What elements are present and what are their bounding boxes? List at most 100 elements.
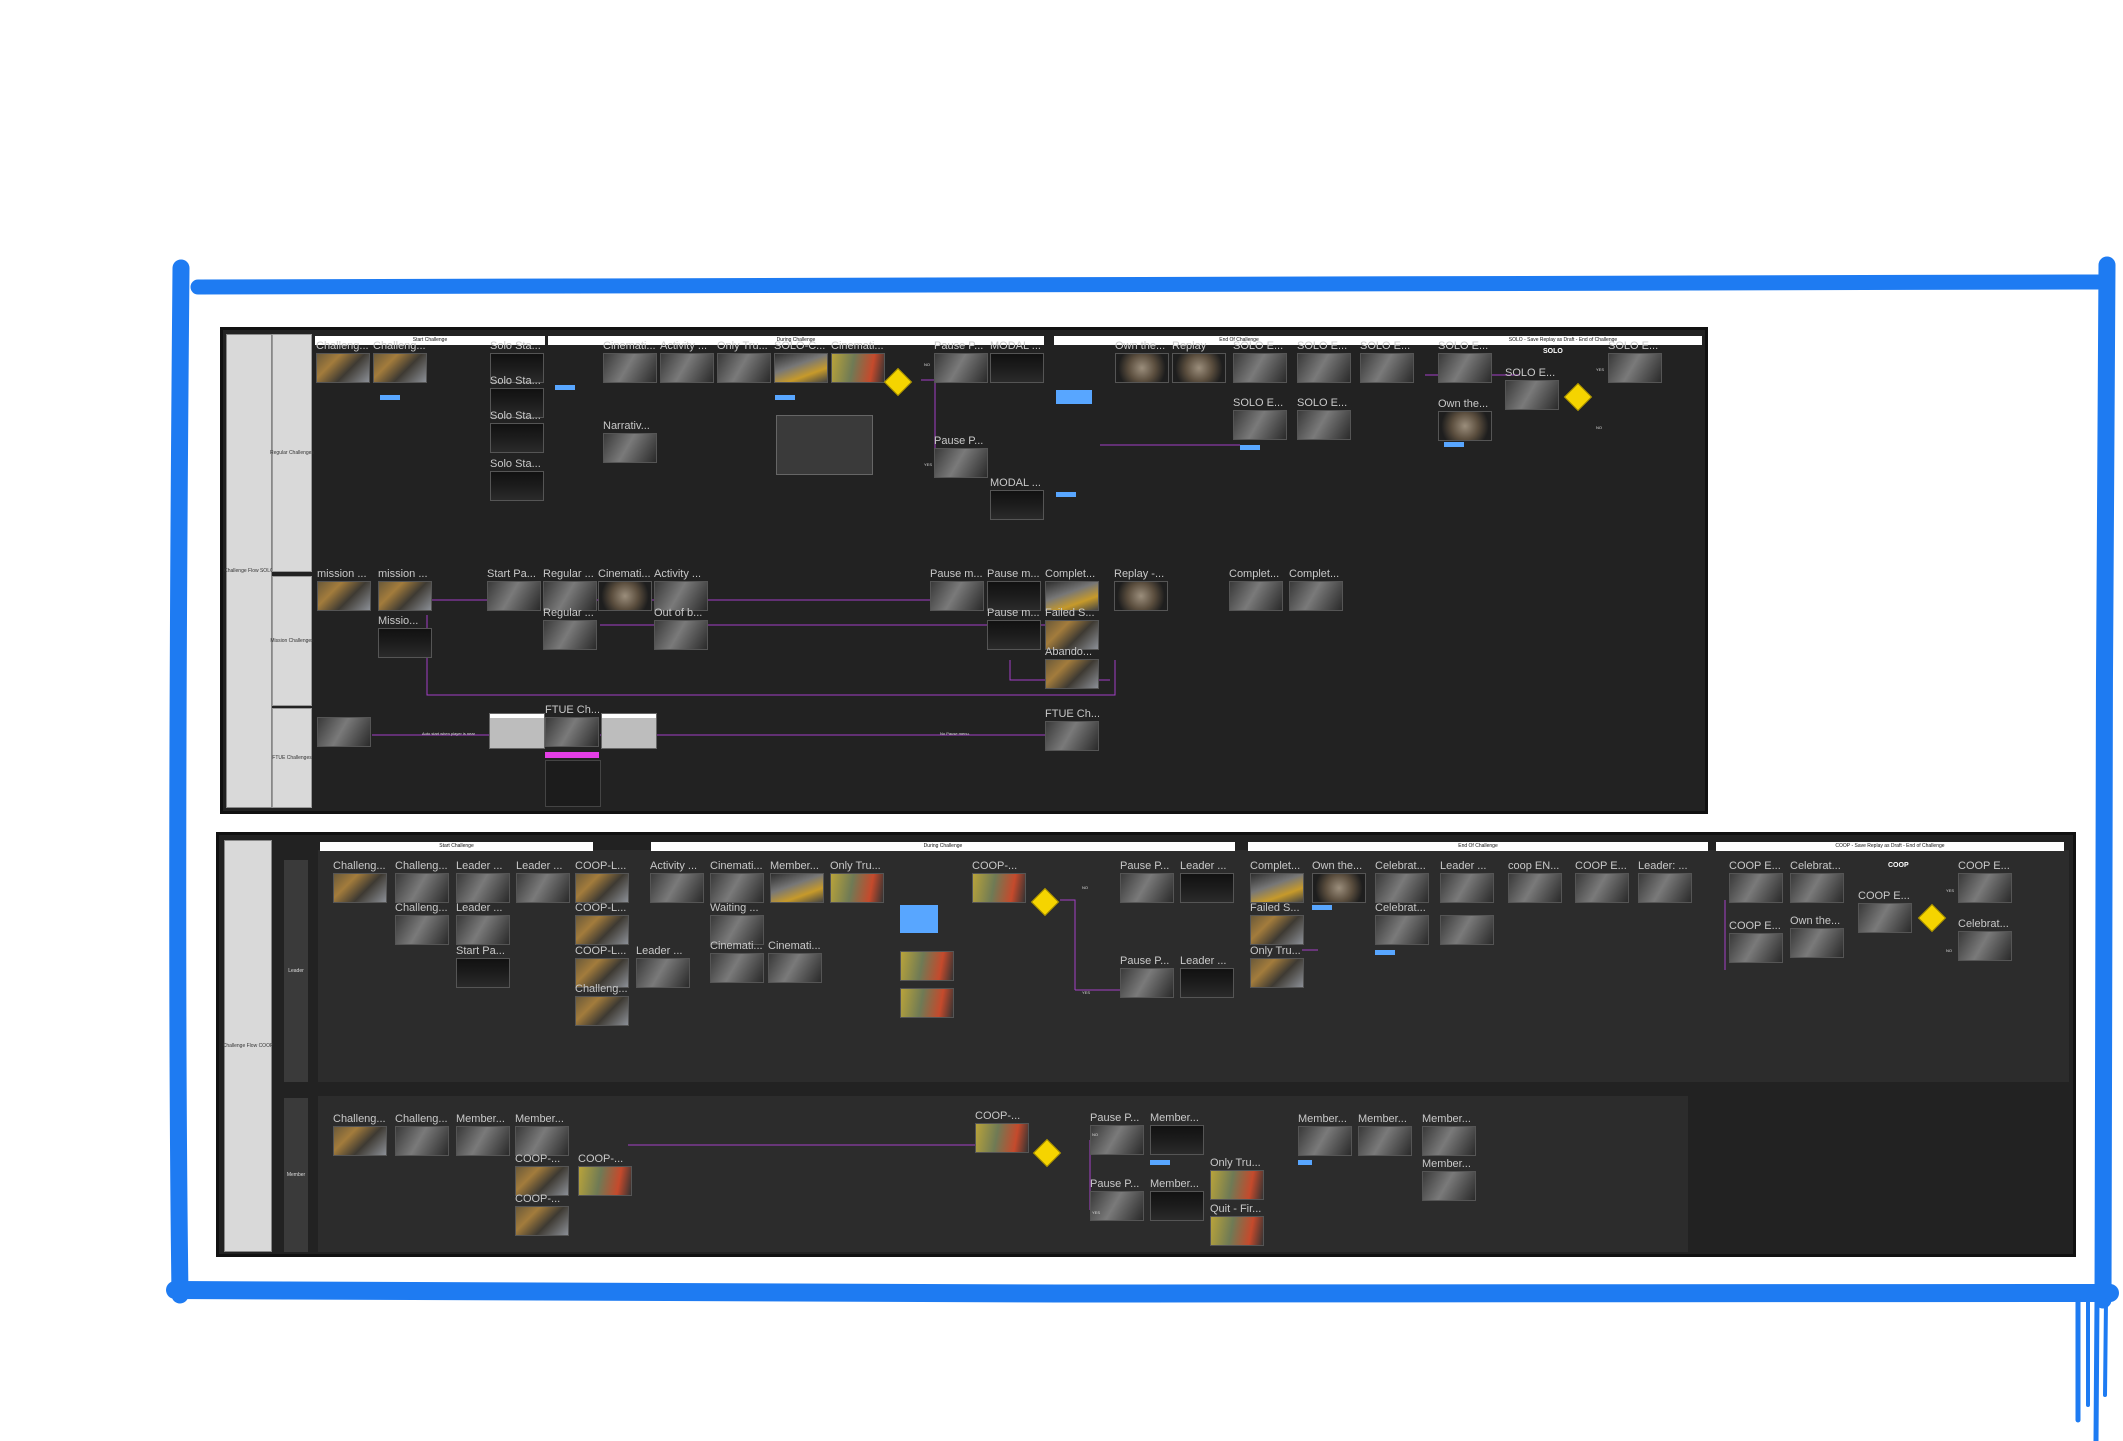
mission-node[interactable]: Abando... (1045, 646, 1099, 689)
solo-node[interactable]: SOLO-C... (774, 340, 828, 383)
leader-node[interactable]: Leader: ... (1638, 860, 1692, 903)
solo-node[interactable]: SOLO E... (1438, 340, 1492, 383)
leader-node[interactable]: Challeng... (575, 983, 629, 1026)
leader-node[interactable]: Leader ... (516, 860, 570, 903)
leader-node[interactable]: Leader ... (1440, 860, 1494, 903)
solo-node[interactable]: SOLO E... (1233, 340, 1287, 383)
leader-node[interactable]: Only Tru... (830, 860, 884, 903)
leader-node[interactable] (900, 975, 954, 1018)
leader-node[interactable]: Challeng... (395, 860, 449, 903)
solo-node[interactable]: Cinemati... (603, 340, 657, 383)
ftue-node[interactable]: FTUE Ch... (545, 704, 599, 747)
ftue-node[interactable] (317, 704, 371, 747)
member-node[interactable]: Quit - Fir... (1210, 1203, 1264, 1246)
mission-node[interactable]: Complet... (1045, 568, 1099, 611)
member-node[interactable]: Pause P... (1090, 1178, 1144, 1221)
solo-node[interactable]: SOLO E... (1360, 340, 1414, 383)
mission-node[interactable]: Activity ... (654, 568, 708, 611)
solo-node[interactable]: Pause P... (934, 435, 988, 478)
solo-node[interactable]: Only Tru... (717, 340, 771, 383)
mission-node[interactable]: Pause m... (930, 568, 984, 611)
member-node[interactable]: Challeng... (395, 1113, 449, 1156)
member-node[interactable]: Challeng... (333, 1113, 387, 1156)
leader-node[interactable]: Leader ... (1180, 955, 1234, 998)
member-node[interactable]: COOP-... (578, 1153, 632, 1196)
mission-node[interactable]: Start Pa... (487, 568, 541, 611)
solo-node[interactable]: SOLO E... (1233, 397, 1287, 440)
leader-node[interactable]: COOP E... (1729, 860, 1783, 903)
leader-node[interactable]: Member... (770, 860, 824, 903)
leader-node[interactable]: Cinemati... (710, 940, 764, 983)
leader-node[interactable]: Leader ... (1180, 860, 1234, 903)
leader-node[interactable] (1440, 902, 1494, 945)
solo-node[interactable]: Replay (1172, 340, 1226, 383)
mission-node[interactable]: Missio... (378, 615, 432, 658)
mission-node[interactable]: Regular ... (543, 568, 597, 611)
mission-node[interactable]: Regular ... (543, 607, 597, 650)
member-node[interactable]: Member... (1358, 1113, 1412, 1156)
solo-node[interactable]: SOLO E... (1297, 340, 1351, 383)
member-node[interactable]: Member... (1422, 1158, 1476, 1201)
mission-node[interactable]: Pause m... (987, 607, 1041, 650)
mission-node[interactable]: Complet... (1289, 568, 1343, 611)
leader-node[interactable]: Leader ... (636, 945, 690, 988)
leader-node[interactable]: Waiting ... (710, 902, 764, 945)
leader-node[interactable]: Start Pa... (456, 945, 510, 988)
ftue-node[interactable]: FTUE Ch... (1045, 708, 1099, 751)
solo-node[interactable]: Solo Sta... (490, 410, 544, 453)
solo-node[interactable]: Cinemati... (831, 340, 885, 383)
leader-node[interactable]: Activity ... (650, 860, 704, 903)
leader-node[interactable]: Celebrat... (1375, 860, 1429, 903)
member-node[interactable]: COOP-... (515, 1193, 569, 1236)
leader-node[interactable]: Challeng... (395, 902, 449, 945)
leader-node[interactable]: Leader ... (456, 860, 510, 903)
leader-node[interactable]: COOP-L... (575, 860, 629, 903)
leader-node[interactable]: Celebrat... (1958, 918, 2012, 961)
leader-node[interactable]: Failed S... (1250, 902, 1304, 945)
member-node[interactable]: Member... (1150, 1112, 1204, 1155)
solo-node[interactable]: Solo Sta... (490, 458, 544, 501)
leader-node[interactable]: COOP-... (972, 860, 1026, 903)
member-node[interactable]: Member... (456, 1113, 510, 1156)
member-node[interactable]: Pause P... (1090, 1112, 1144, 1155)
leader-node[interactable]: Celebrat... (1375, 902, 1429, 945)
solo-node[interactable]: Own the... (1438, 398, 1492, 441)
leader-node[interactable]: Pause P... (1120, 860, 1174, 903)
solo-node[interactable]: Challeng... (373, 340, 427, 383)
solo-node[interactable]: Solo Sta... (490, 340, 544, 383)
leader-node[interactable]: Leader ... (456, 902, 510, 945)
mission-node[interactable]: Pause m... (987, 568, 1041, 611)
solo-node[interactable]: Own the... (1115, 340, 1169, 383)
member-node[interactable]: Member... (1298, 1113, 1352, 1156)
leader-node[interactable]: Challeng... (333, 860, 387, 903)
mission-node[interactable]: Replay -... (1114, 568, 1168, 611)
mission-node[interactable]: Complet... (1229, 568, 1283, 611)
mission-node[interactable]: mission ... (317, 568, 371, 611)
member-node[interactable]: COOP-... (515, 1153, 569, 1196)
member-node[interactable]: Only Tru... (1210, 1157, 1264, 1200)
solo-node[interactable]: MODAL ... (990, 477, 1044, 520)
leader-node[interactable]: coop EN... (1508, 860, 1562, 903)
leader-node[interactable]: COOP E... (1858, 890, 1912, 933)
solo-node[interactable]: Solo Sta... (490, 375, 544, 418)
leader-node[interactable]: COOP E... (1958, 860, 2012, 903)
leader-node[interactable]: COOP-L... (575, 902, 629, 945)
leader-node[interactable]: Cinemati... (710, 860, 764, 903)
leader-node[interactable]: COOP E... (1729, 920, 1783, 963)
leader-node[interactable]: Own the... (1312, 860, 1366, 903)
leader-node[interactable]: Complet... (1250, 860, 1304, 903)
solo-node[interactable]: SOLO E... (1505, 367, 1559, 410)
leader-node[interactable]: Only Tru... (1250, 945, 1304, 988)
leader-node[interactable]: Pause P... (1120, 955, 1174, 998)
solo-node[interactable]: SOLO E... (1297, 397, 1351, 440)
leader-node[interactable]: COOP-L... (575, 945, 629, 988)
leader-node[interactable]: Cinemati... (768, 940, 822, 983)
solo-node[interactable]: Challeng... (316, 340, 370, 383)
member-node[interactable]: Member... (515, 1113, 569, 1156)
mission-node[interactable]: Out of b... (654, 607, 708, 650)
solo-node[interactable]: SOLO E... (1608, 340, 1662, 383)
leader-node[interactable] (900, 938, 954, 981)
mission-node[interactable]: mission ... (378, 568, 432, 611)
solo-node[interactable]: MODAL ... (990, 340, 1044, 383)
leader-node[interactable]: COOP E... (1575, 860, 1629, 903)
